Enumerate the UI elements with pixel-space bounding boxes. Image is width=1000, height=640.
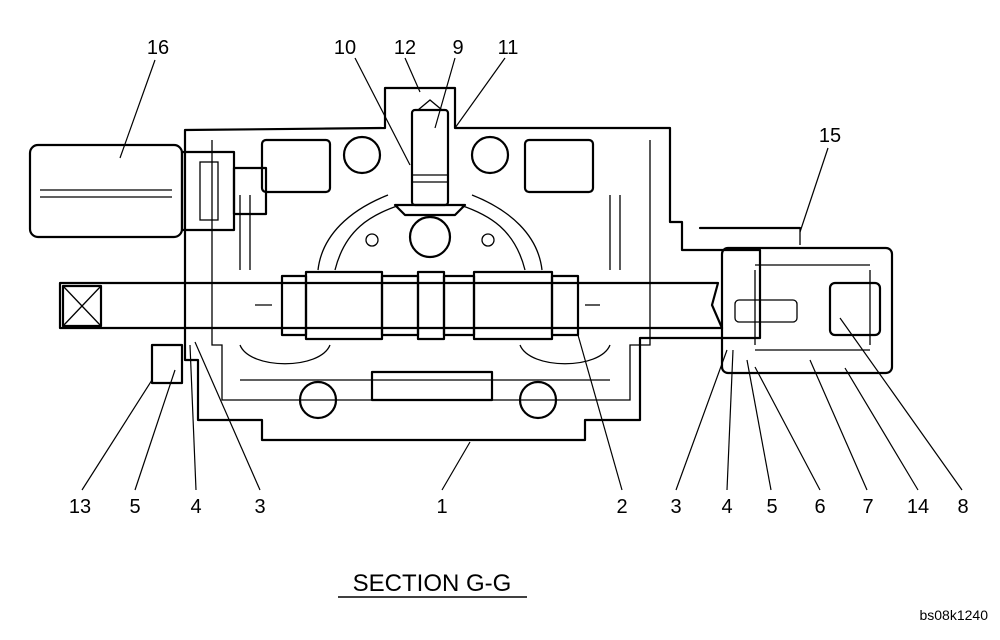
lower-cavities [298,370,558,420]
upper-chambers [260,135,595,259]
callout-8: 8 [957,496,968,518]
left-fitting [150,343,184,385]
callout-3-right: 3 [670,496,681,518]
callout-1: 1 [436,496,447,518]
callout-3-left: 3 [254,496,265,518]
callout-16: 16 [147,37,169,59]
callout-5-left: 5 [129,496,140,518]
callout-12: 12 [394,37,416,59]
callout-13: 13 [69,496,91,518]
callout-5-right: 5 [766,496,777,518]
section-title: SECTION G-G [353,570,512,597]
solenoid-actuator [28,143,268,239]
callout-7: 7 [862,496,873,518]
spring-housing [698,226,894,375]
callouts-bottom: 13 5 4 3 1 2 3 4 5 6 7 14 8 [69,496,969,518]
callout-2: 2 [616,496,627,518]
callout-14: 14 [907,496,929,518]
callout-9: 9 [452,37,463,59]
callout-11: 11 [498,37,519,59]
reference-code: bs08k1240 [919,607,988,623]
spool [58,270,724,341]
callout-10: 10 [334,37,356,59]
leader-lines [81,57,963,491]
relief-valve [393,99,467,217]
callout-4-right: 4 [721,496,732,518]
callouts-top: 16 10 12 9 11 15 [147,37,841,147]
callout-4-left: 4 [190,496,201,518]
callout-6: 6 [814,496,825,518]
callout-15: 15 [819,125,841,147]
internal-passages [239,194,621,365]
